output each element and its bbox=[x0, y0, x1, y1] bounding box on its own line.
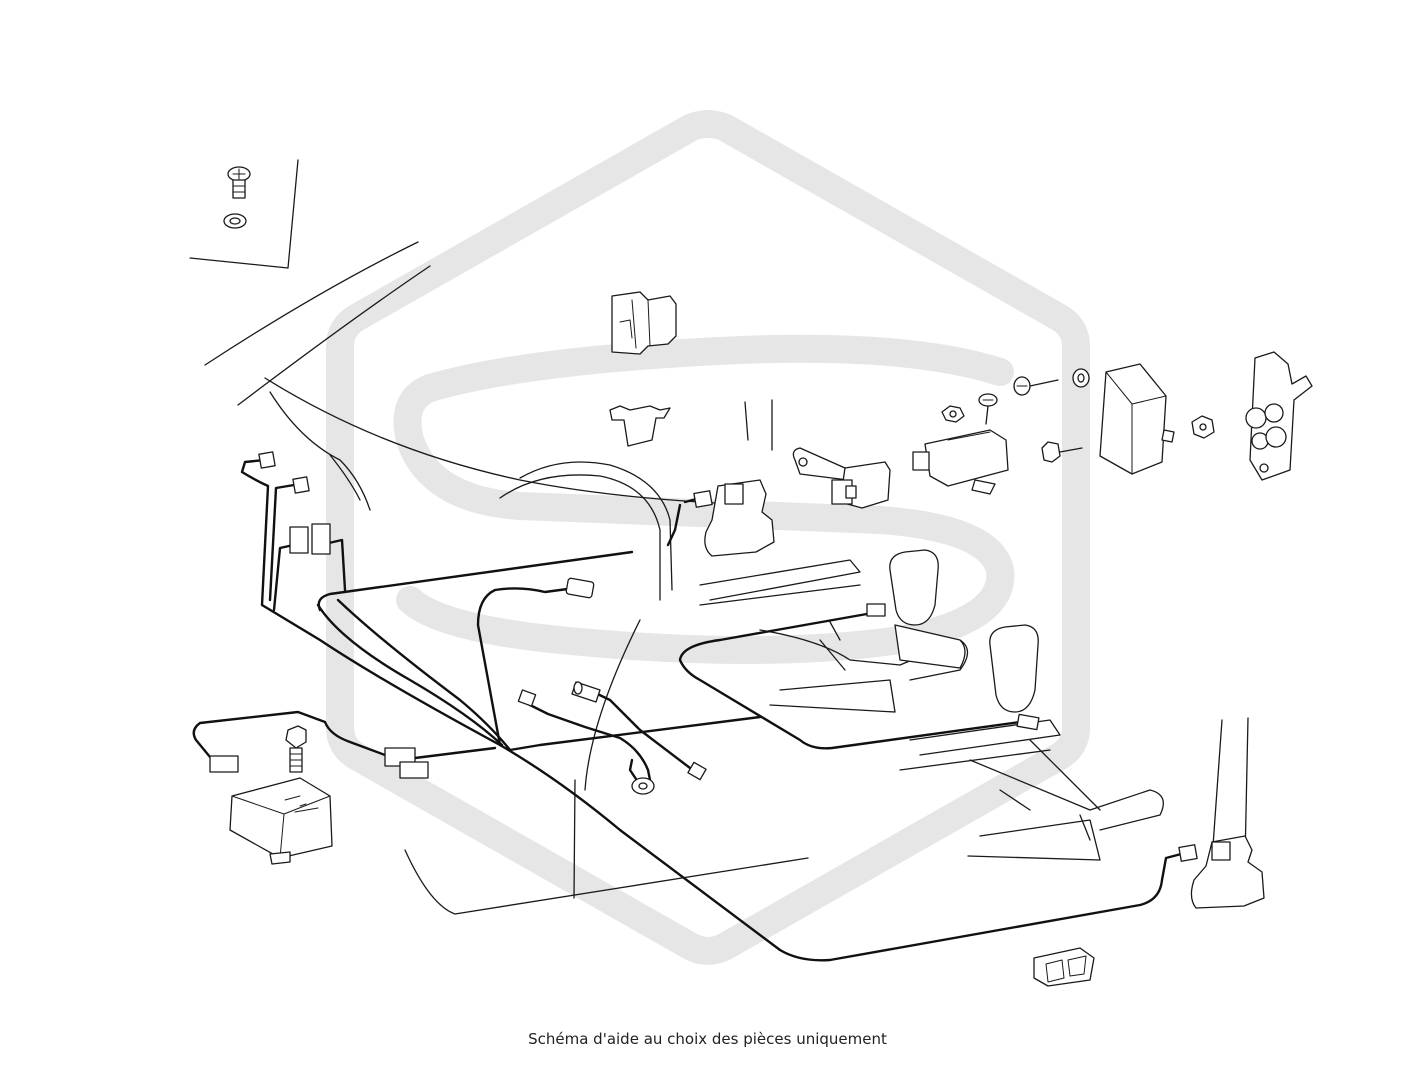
self-tapping-screw-icon bbox=[1013, 376, 1059, 396]
control-module-icon bbox=[912, 429, 1009, 495]
inset-panel bbox=[189, 159, 299, 269]
seat-buckle-front-icon bbox=[889, 549, 966, 669]
mounting-bracket-icon bbox=[792, 447, 849, 481]
diagram-caption: Schéma d'aide au choix des pièces unique… bbox=[528, 1030, 887, 1048]
seat-frame-front bbox=[699, 559, 969, 713]
airbag-sensor-module-icon bbox=[229, 777, 333, 865]
screw-icon bbox=[227, 166, 251, 199]
switch-button-icon bbox=[1033, 947, 1095, 987]
clip-bracket-small-icon bbox=[609, 405, 671, 447]
screw-cross-head-icon bbox=[978, 393, 998, 425]
bolt-icon bbox=[1041, 441, 1083, 463]
vehicle-body-outline bbox=[204, 241, 1249, 915]
washer-icon bbox=[223, 213, 247, 229]
washer-icon bbox=[1072, 368, 1090, 388]
clip-bracket-top-icon bbox=[611, 291, 677, 355]
nut-icon bbox=[1191, 415, 1215, 439]
brand-watermark-icon bbox=[326, 110, 1090, 965]
seat-belt-retractor-front-icon bbox=[704, 479, 775, 557]
sensor-switch-icon bbox=[831, 461, 891, 509]
seat-buckle-rear-icon bbox=[989, 624, 1039, 713]
seat-frame-rear bbox=[899, 719, 1164, 861]
seat-belt-retractor-rear-icon bbox=[1190, 835, 1265, 909]
hex-bolt-icon bbox=[285, 725, 307, 773]
harness-connector bbox=[209, 451, 1198, 862]
wiring-harness bbox=[192, 458, 1187, 962]
ground-terminal-icon bbox=[631, 777, 655, 795]
sensor-plug-icon bbox=[571, 681, 601, 703]
mounting-plate-icon bbox=[1245, 351, 1313, 481]
electronic-control-unit-icon bbox=[1099, 363, 1175, 475]
nut-icon bbox=[941, 405, 965, 423]
